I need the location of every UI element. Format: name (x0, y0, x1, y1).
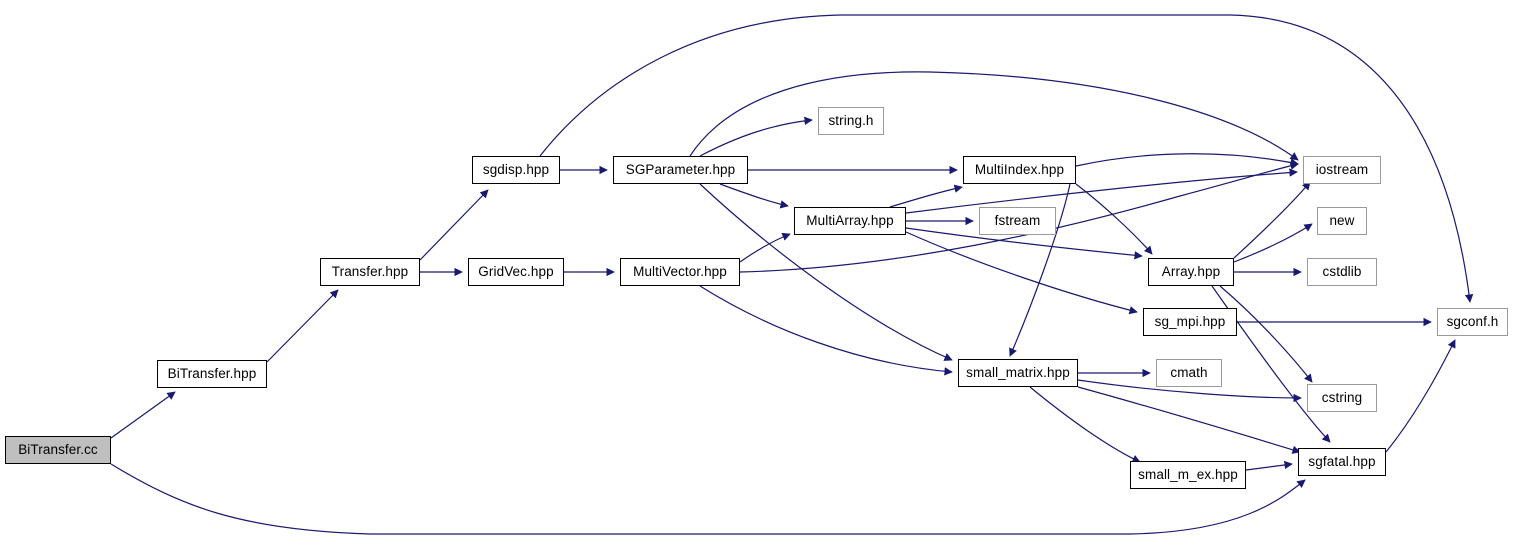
edge-bitransfer_cc-to-sgfatal_hpp (110, 463, 1306, 535)
node-small_matrix_hpp[interactable]: small_matrix.hpp (958, 359, 1078, 387)
node-label: fstream (994, 213, 1041, 229)
node-sgparameter_hpp[interactable]: SGParameter.hpp (613, 156, 748, 184)
edge-multivector_hpp-to-multiarray_hpp (739, 232, 791, 263)
node-label: string.h (828, 113, 874, 129)
node-label: MultiIndex.hpp (974, 162, 1065, 178)
edge-multiindex_hpp-to-array_hpp (1075, 183, 1153, 255)
node-multiarray_hpp[interactable]: MultiArray.hpp (794, 207, 906, 235)
node-small_m_ex_hpp[interactable]: small_m_ex.hpp (1130, 461, 1246, 489)
node-iostream[interactable]: iostream (1303, 156, 1381, 184)
node-label: cstdlib (1322, 264, 1362, 280)
node-cstdlib[interactable]: cstdlib (1307, 258, 1377, 286)
node-label: BiTransfer.hpp (167, 366, 257, 382)
node-sgfatal_hpp[interactable]: sgfatal.hpp (1298, 448, 1386, 476)
node-label: sg_mpi.hpp (1154, 314, 1226, 330)
node-label: small_matrix.hpp (966, 365, 1070, 381)
node-cstring[interactable]: cstring (1307, 384, 1377, 412)
node-sg_mpi_hpp[interactable]: sg_mpi.hpp (1143, 308, 1237, 336)
node-label: GridVec.hpp (478, 264, 554, 280)
edge-bitransfer_hpp-to-transfer_hpp (266, 289, 339, 363)
edge-bitransfer_cc-to-bitransfer_hpp (110, 391, 176, 439)
node-label: cmath (1170, 365, 1208, 381)
edge-multiindex_hpp-to-iostream (1075, 153, 1299, 167)
edge-sgfatal_hpp-to-sgconf_h (1385, 339, 1456, 453)
node-gridvec_hpp[interactable]: GridVec.hpp (468, 258, 564, 286)
edge-array_hpp-to-new (1233, 223, 1313, 263)
node-new[interactable]: new (1317, 207, 1367, 235)
edge-multiarray_hpp-to-sg_mpi_hpp (905, 231, 1138, 315)
node-sgdisp_hpp[interactable]: sgdisp.hpp (472, 156, 560, 184)
node-label: MultiVector.hpp (633, 264, 727, 280)
node-label: small_m_ex.hpp (1138, 467, 1238, 483)
node-sgconf_h[interactable]: sgconf.h (1437, 308, 1508, 336)
edge-transfer_hpp-to-sgdisp_hpp (419, 189, 489, 261)
edge-sgparameter_hpp-to-string_h (699, 116, 813, 157)
node-bitransfer_cc[interactable]: BiTransfer.cc (5, 436, 111, 464)
node-label: sgfatal.hpp (1308, 454, 1376, 470)
node-string_h[interactable]: string.h (818, 107, 884, 135)
node-cmath[interactable]: cmath (1156, 359, 1222, 387)
node-label: new (1329, 213, 1355, 229)
edge-multivector_hpp-to-small_matrix_hpp (699, 285, 953, 376)
node-array_hpp[interactable]: Array.hpp (1148, 258, 1234, 286)
node-label: MultiArray.hpp (806, 213, 894, 229)
edge-sgparameter_hpp-to-multiarray_hpp (719, 183, 789, 209)
edge-small_matrix_hpp-to-small_m_ex_hpp (1029, 386, 1141, 463)
edge-small_matrix_hpp-to-sgfatal_hpp (1077, 386, 1301, 454)
node-multiindex_hpp[interactable]: MultiIndex.hpp (963, 156, 1076, 184)
edge-small_m_ex_hpp-to-sgfatal_hpp (1245, 460, 1293, 471)
node-label: cstring (1321, 390, 1363, 406)
node-label: Array.hpp (1161, 264, 1221, 280)
edge-sgparameter_hpp-to-iostream (689, 71, 1299, 161)
node-fstream[interactable]: fstream (979, 207, 1056, 235)
node-label: sgdisp.hpp (482, 162, 550, 178)
node-label: sgconf.h (1446, 314, 1499, 330)
node-bitransfer_hpp[interactable]: BiTransfer.hpp (157, 360, 267, 388)
edge-multiarray_hpp-to-multiindex_hpp (889, 184, 963, 208)
node-multivector_hpp[interactable]: MultiVector.hpp (620, 258, 740, 286)
node-transfer_hpp[interactable]: Transfer.hpp (320, 258, 420, 286)
edge-array_hpp-to-iostream (1233, 181, 1311, 259)
node-label: Transfer.hpp (331, 264, 409, 280)
node-label: BiTransfer.cc (18, 442, 98, 458)
node-label: iostream (1315, 162, 1369, 178)
node-label: SGParameter.hpp (625, 162, 736, 178)
